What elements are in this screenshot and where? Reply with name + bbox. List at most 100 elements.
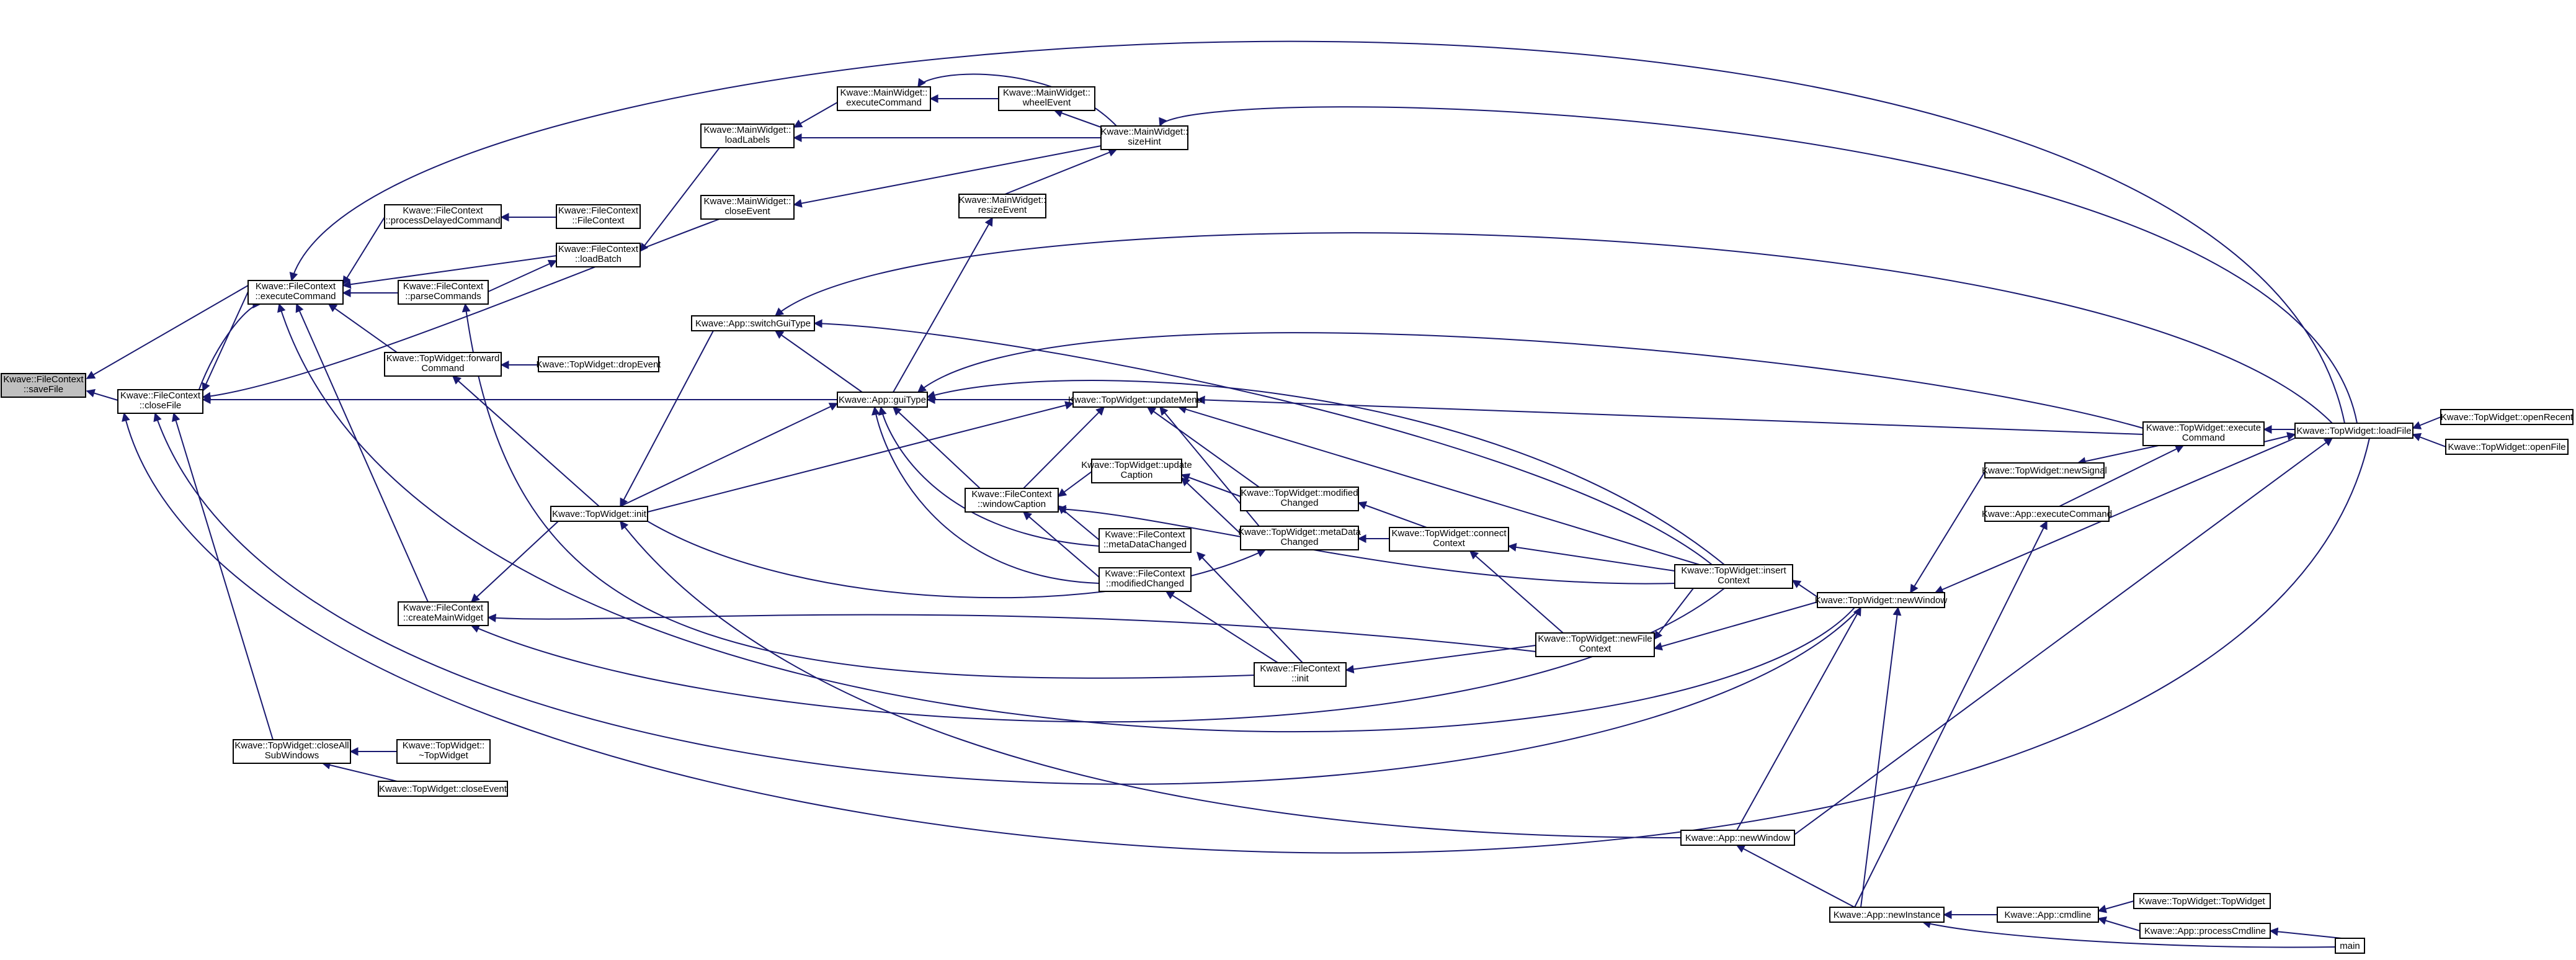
node-appNewWindow[interactable]: Kwave::App::newWindow [1680, 830, 1795, 846]
node-mwWheelEvent[interactable]: Kwave::MainWidget::wheelEvent [998, 86, 1095, 111]
node-mwResizeEvent[interactable]: Kwave::MainWidget::resizeEvent [958, 194, 1046, 218]
node-closeFile[interactable]: Kwave::FileContext::closeFile [117, 389, 203, 414]
node-loadBatch[interactable]: Kwave::FileContext::loadBatch [556, 243, 641, 267]
node-label: Context [1433, 538, 1466, 549]
node-mwSizeHint[interactable]: Kwave::MainWidget::sizeHint [1100, 125, 1188, 150]
edge-parseCommands-to-loadBatch [488, 259, 558, 292]
node-box [556, 204, 641, 229]
node-label: Kwave::TopWidget::closeEvent [379, 784, 507, 794]
node-twExecuteCommand[interactable]: Kwave::TopWidget::executeCommand [2142, 421, 2265, 446]
node-guiType[interactable]: Kwave::App::guiType [837, 392, 928, 408]
node-processDelayedCommand[interactable]: Kwave::FileContext::processDelayedComman… [384, 204, 502, 229]
edge-insertContext-to-updateMenu [1177, 405, 1700, 565]
node-label: ::executeCommand [255, 291, 336, 302]
edge-mwSizeHint-to-mwWheelEvent [1053, 109, 1102, 128]
edge-twCtor-to-cmdline [2097, 900, 2134, 913]
node-box [2445, 439, 2569, 455]
edge-connectContext-to-modifiedChanged [1357, 501, 1427, 528]
node-openRecent[interactable]: Kwave::TopWidget::openRecent [2440, 409, 2574, 425]
edge-processCmdline-to-cmdline [2097, 916, 2141, 931]
node-box [700, 195, 795, 220]
node-box [1099, 567, 1192, 592]
node-box [1254, 662, 1347, 687]
node-twInit[interactable]: Kwave::TopWidget::init [550, 506, 648, 522]
node-loadFile[interactable]: Kwave::TopWidget::loadFile [2294, 423, 2413, 439]
edge-windowCaption-to-updateMenu [1023, 406, 1105, 489]
node-label: Kwave::FileContext [558, 205, 639, 216]
node-mwExecuteCommand[interactable]: Kwave::MainWidget::executeCommand [837, 86, 931, 111]
node-label: resizeEvent [978, 205, 1027, 215]
node-main[interactable]: main [2335, 938, 2365, 954]
node-twDtor[interactable]: Kwave::TopWidget::~TopWidget [396, 739, 491, 764]
node-label: Kwave::MainWidget:: [840, 87, 928, 98]
edge-loadFile-to-mwSizeHint [1159, 106, 2358, 424]
node-fcExecuteCommand[interactable]: Kwave::FileContext::executeCommand [247, 280, 344, 305]
node-closeEvent[interactable]: Kwave::TopWidget::closeEvent [378, 781, 508, 797]
edge-switchGuiType-to-twInit [620, 330, 714, 508]
node-label: Kwave::FileContext [403, 281, 484, 292]
edge-fcInit-to-fcModifiedChanged [1165, 591, 1278, 663]
node-label: Kwave::FileContext [971, 489, 1052, 500]
node-label: ::processDelayedCommand [385, 215, 500, 226]
node-newWindow[interactable]: Kwave::TopWidget::newWindow [1815, 592, 1948, 608]
node-fcMetaDataChanged[interactable]: Kwave::FileContext::metaDataChanged [1099, 528, 1192, 553]
node-openFile[interactable]: Kwave::TopWidget::openFile [2445, 439, 2569, 455]
edge-forwardCommand-to-fcExecuteCommand [328, 303, 398, 353]
edge-newFileContext-to-createMainWidget [487, 613, 1536, 652]
node-newSignal[interactable]: Kwave::TopWidget::newSignal [1982, 462, 2107, 478]
node-box [958, 194, 1046, 218]
edge-twExecuteCommand-to-updateMenu [1196, 395, 2144, 435]
node-modifiedChanged[interactable]: Kwave::TopWidget::modifiedChanged [1240, 487, 1359, 511]
node-fcCtor[interactable]: Kwave::FileContext::FileContext [556, 204, 641, 229]
node-box [384, 204, 502, 229]
edge-fcModifiedChanged-to-windowCaption [1022, 511, 1100, 578]
edge-twInit-to-createMainWidget [470, 521, 559, 603]
node-label: ::saveFile [24, 384, 63, 395]
node-processCmdline[interactable]: Kwave::App::processCmdline [2139, 923, 2271, 939]
node-label: main [2340, 941, 2360, 951]
node-label: Kwave::MainWidget:: [959, 195, 1046, 205]
node-label: Caption [1121, 470, 1153, 480]
node-box [1389, 527, 1509, 552]
node-label: Kwave::App::cmdline [2004, 910, 2091, 920]
node-label: Kwave::App::processCmdline [2144, 926, 2266, 936]
node-label: Kwave::App::newInstance [1834, 910, 1941, 920]
node-fcInit[interactable]: Kwave::FileContext::init [1254, 662, 1347, 687]
node-label: ::FileContext [572, 215, 625, 226]
node-metaDataChanged[interactable]: Kwave::TopWidget::metaDataChanged [1238, 526, 1361, 550]
node-appExecuteCommand[interactable]: Kwave::App::executeCommand [1982, 506, 2112, 522]
node-cmdline[interactable]: Kwave::App::cmdline [1997, 907, 2099, 923]
node-parseCommands[interactable]: Kwave::FileContext::parseCommands [398, 280, 489, 305]
node-box [2139, 923, 2271, 939]
node-label: Kwave::FileContext [120, 390, 201, 401]
node-dropEvent[interactable]: Kwave::TopWidget::dropEvent [537, 356, 662, 372]
node-box [2133, 893, 2271, 909]
edge-appExecuteCommand-to-twExecuteCommand [2059, 445, 2185, 507]
edge-twInit-to-updateMenu [647, 401, 1074, 513]
edge-closeAllSubWindows-to-closeFile [171, 412, 274, 740]
node-box [1100, 125, 1188, 150]
nodes-layer: Kwave::FileContext::saveFileKwave::FileC… [1, 86, 2574, 954]
edge-closeFile-to-saveFile [86, 388, 118, 401]
edge-twInit-to-forwardCommand [452, 375, 600, 507]
node-box [378, 781, 508, 797]
node-mwLoadLabels[interactable]: Kwave::MainWidget::loadLabels [700, 123, 795, 148]
node-fcModifiedChanged[interactable]: Kwave::FileContext::modifiedChanged [1099, 567, 1192, 592]
node-mwCloseEvent[interactable]: Kwave::MainWidget::closeEvent [700, 195, 795, 220]
node-createMainWidget[interactable]: Kwave::FileContext::createMainWidget [398, 601, 489, 626]
node-twCtor[interactable]: Kwave::TopWidget::TopWidget [2133, 893, 2271, 909]
edge-modifiedChanged-to-updateMenu [1146, 406, 1260, 488]
node-newInstance[interactable]: Kwave::App::newInstance [1829, 907, 1945, 923]
node-switchGuiType[interactable]: Kwave::App::switchGuiType [691, 315, 815, 331]
node-box [233, 739, 351, 764]
node-windowCaption[interactable]: Kwave::FileContext::windowCaption [965, 488, 1059, 513]
node-saveFile[interactable]: Kwave::FileContext::saveFile [1, 373, 86, 398]
node-updateMenu[interactable]: Kwave::TopWidget::updateMenu [1068, 392, 1202, 408]
node-label: Kwave::TopWidget::TopWidget [2139, 896, 2265, 907]
